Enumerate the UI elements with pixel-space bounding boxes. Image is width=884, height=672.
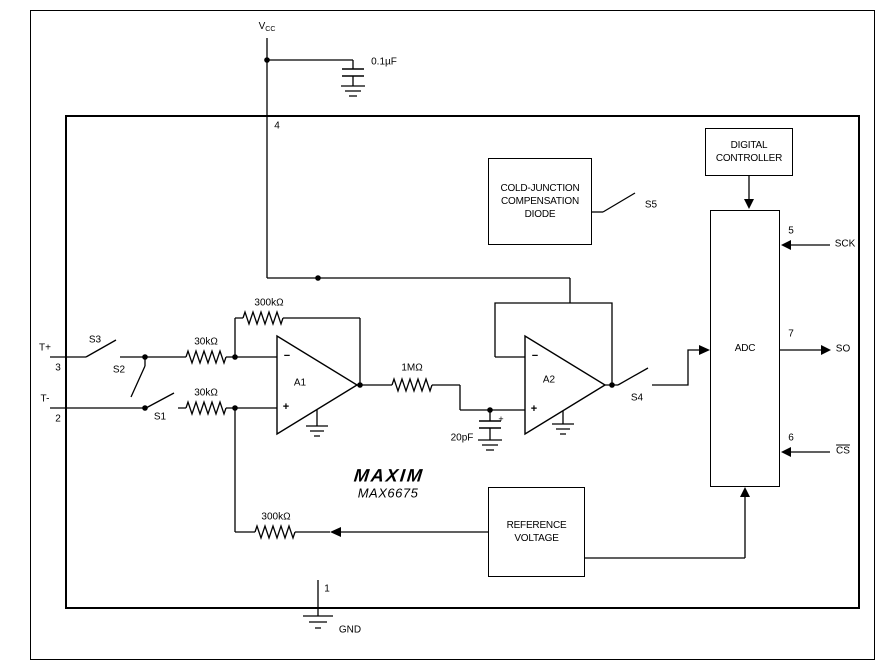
- switch-s3-label: S3: [88, 334, 102, 346]
- arrowheads: [330, 199, 831, 537]
- junction-dot: [315, 275, 321, 281]
- junction-dot: [142, 354, 148, 360]
- switch-s3-blade: [85, 339, 117, 358]
- bypass-cap-value: 0.1µF: [371, 56, 397, 68]
- thermocouple-input-wires: [50, 356, 277, 409]
- ground-symbols: [303, 85, 574, 629]
- reference-wires: [234, 408, 746, 559]
- switch-s5-blade: [602, 192, 636, 213]
- junction-dots: [142, 57, 615, 413]
- resistor-300k-reference: [254, 523, 296, 541]
- ground-gnd-pin: [303, 615, 333, 629]
- pin-6-number: 6: [788, 432, 794, 444]
- junction-dot: [487, 407, 493, 413]
- ground-a1: [306, 425, 328, 437]
- pin-5-number: 5: [788, 225, 794, 237]
- reference-voltage-block: REFERENCE VOLTAGE: [488, 487, 585, 577]
- switch-s4-blade: [617, 367, 649, 386]
- resistor-30k-bottom-label: 30kΩ: [194, 387, 218, 399]
- switch-s5-label: S5: [644, 199, 658, 211]
- ground-filter-cap: [478, 439, 502, 451]
- sck-label: SCK: [834, 238, 856, 250]
- adc-block: ADC: [710, 210, 780, 487]
- cjc-line-3: DIODE: [524, 209, 556, 220]
- a1-inverting-sign: −: [283, 350, 291, 362]
- arrow-reference-to-adc: [740, 487, 750, 497]
- opamp-a2-label: A2: [542, 374, 556, 386]
- resistor-300k-feedback-label: 300kΩ: [254, 297, 284, 309]
- arrow-cs-into-adc: [781, 447, 791, 457]
- gnd-label: GND: [338, 624, 362, 636]
- filter-cap-symbol: [479, 420, 501, 429]
- pin-4-number: 4: [274, 120, 280, 132]
- switch-s2-label: S2: [112, 364, 126, 376]
- pin-3-number: 3: [55, 362, 61, 374]
- a1-noninverting-sign: +: [282, 401, 290, 413]
- resistor-30k-bottom: [185, 399, 227, 417]
- serial-pin-wires: [780, 244, 830, 453]
- so-label: SO: [835, 343, 851, 355]
- arrow-so-out: [821, 345, 831, 355]
- capacitor-plates: [342, 68, 501, 429]
- opamp-a1-label: A1: [293, 377, 307, 389]
- resistor-1m-label: 1MΩ: [401, 362, 423, 374]
- opamp-a2-triangle: [524, 334, 607, 436]
- switch-s4-label: S4: [630, 392, 644, 404]
- opamp-a1-triangle: [276, 334, 359, 436]
- resistor-30k-top-label: 30kΩ: [194, 336, 218, 348]
- resistor-300k-feedback: [242, 309, 284, 327]
- reference-line-1: REFERENCE: [506, 520, 567, 531]
- ground-bypass-cap: [341, 85, 365, 97]
- ground-a2: [552, 423, 574, 435]
- bypass-cap-symbol: [342, 68, 364, 77]
- filter-cap-polarity: +: [498, 414, 504, 424]
- resistor-symbols: [185, 309, 433, 541]
- vcc-prefix: V: [258, 21, 266, 32]
- junction-dot: [609, 382, 615, 388]
- arrow-reference-feed: [330, 527, 341, 537]
- ic-boundary: [65, 115, 860, 609]
- arrow-sck-into-adc: [781, 240, 791, 250]
- t-minus-label: T-: [40, 393, 50, 405]
- cs-label: CS: [836, 445, 850, 457]
- digital-controller-line-1: DIGITAL: [730, 140, 768, 151]
- arrow-controller-to-adc: [744, 199, 754, 209]
- cold-junction-compensation-diode-block: COLD-JUNCTION COMPENSATION DIODE: [488, 158, 592, 245]
- cjc-line-2: COMPENSATION: [501, 196, 579, 207]
- reference-line-2: VOLTAGE: [514, 533, 559, 544]
- wires: [50, 38, 830, 616]
- digital-controller-block: DIGITAL CONTROLLER: [705, 128, 793, 176]
- filter-cap-value: 20pF: [450, 432, 474, 444]
- resistor-30k-top: [185, 348, 227, 366]
- t-plus-label: T+: [39, 342, 51, 354]
- junction-dot: [264, 57, 270, 63]
- switch-blades: [85, 192, 649, 409]
- digital-controller-line-2: CONTROLLER: [715, 153, 783, 164]
- switch-s1-blade: [145, 392, 175, 409]
- part-number: MAX6675: [357, 485, 419, 501]
- vcc-subscript: CC: [265, 26, 276, 33]
- cjc-line-1: COLD-JUNCTION: [500, 183, 580, 194]
- resistor-1m: [391, 376, 433, 394]
- adc-label: ADC: [734, 343, 756, 354]
- switch-s2-blade: [130, 365, 146, 398]
- pin-2-number: 2: [55, 413, 61, 425]
- switch-s1-label: S1: [153, 411, 167, 423]
- junction-dot: [142, 405, 148, 411]
- maxim-logo: MAXIM: [353, 465, 426, 486]
- pin-7-number: 7: [788, 328, 794, 340]
- junction-dot: [357, 382, 363, 388]
- vcc-label: VCC: [259, 21, 276, 33]
- junction-dot: [232, 405, 238, 411]
- a2-inverting-sign: −: [531, 350, 539, 362]
- resistor-300k-reference-label: 300kΩ: [261, 511, 291, 523]
- junction-dot: [232, 354, 238, 360]
- figure-border: [30, 10, 875, 660]
- opamp-symbols: [276, 334, 607, 436]
- pin-1-number: 1: [324, 583, 330, 595]
- vcc-wires: [266, 38, 571, 303]
- arrow-into-adc-left: [699, 345, 710, 355]
- a2-noninverting-sign: +: [530, 403, 538, 415]
